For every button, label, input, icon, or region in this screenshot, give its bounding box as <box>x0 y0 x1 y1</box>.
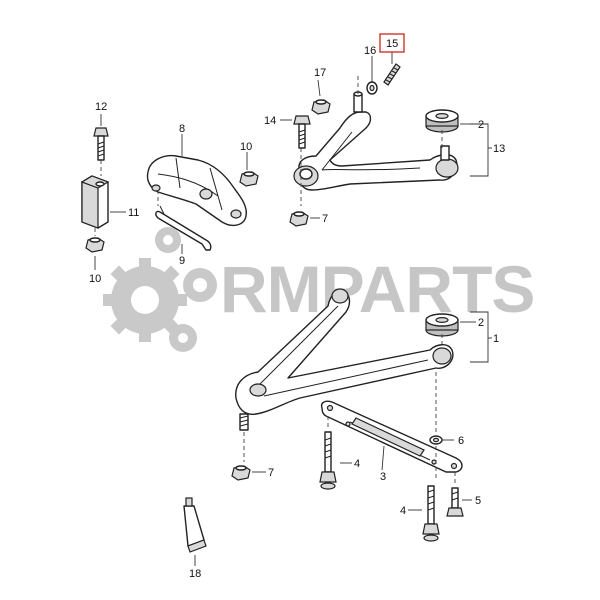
callout-10-right: 10 <box>240 141 252 153</box>
callout-3: 3 <box>380 471 386 483</box>
clip-9 <box>155 205 212 251</box>
callout-13: 13 <box>493 143 505 155</box>
bolt-12 <box>93 127 109 161</box>
rubber-mount-lower <box>425 313 459 337</box>
callout-1: 1 <box>493 333 499 345</box>
callout-7-lower: 7 <box>268 467 274 479</box>
callouts: 1 2 2 3 4 4 5 6 7 7 8 9 10 10 11 12 13 1… <box>89 33 505 580</box>
callout-14: 14 <box>264 115 276 127</box>
callout-15: 15 <box>386 38 398 50</box>
bolt-14 <box>293 115 311 149</box>
watermark-gear-small-top-icon <box>155 227 181 253</box>
nut-10-right <box>239 171 259 187</box>
bolt-5 <box>446 487 464 517</box>
callout-2-upper: 2 <box>478 119 484 131</box>
watermark: RMPARTS <box>103 227 535 352</box>
washer-6 <box>429 435 443 445</box>
callout-15-highlight-box <box>379 33 405 53</box>
callout-7-upper: 7 <box>322 213 328 225</box>
upper-wishbone <box>293 91 459 191</box>
watermark-gear-small-bottom-icon <box>169 324 197 352</box>
mount-block-11 <box>80 175 110 229</box>
stud-15 <box>383 63 401 86</box>
callout-2-lower: 2 <box>478 317 484 329</box>
callout-9: 9 <box>179 255 185 267</box>
callout-16: 16 <box>364 45 376 57</box>
leader-lines <box>94 52 492 566</box>
callout-6: 6 <box>458 435 464 447</box>
callout-4-right: 4 <box>400 505 406 517</box>
callout-8: 8 <box>179 123 185 135</box>
grease-tube-18 <box>183 497 207 553</box>
callout-4-left: 4 <box>354 458 360 470</box>
bolt-4-right <box>422 485 440 542</box>
watermark-gear-small-right-icon <box>183 268 217 302</box>
nut-10-left <box>85 237 105 253</box>
callout-12: 12 <box>95 101 107 113</box>
nut-7-upper <box>289 211 309 227</box>
watermark-gear-large-icon <box>103 258 187 342</box>
washer-16 <box>366 81 378 95</box>
callout-5: 5 <box>475 495 481 507</box>
callout-11: 11 <box>128 207 139 219</box>
callout-17: 17 <box>314 67 326 79</box>
bolt-4-left <box>319 431 337 490</box>
nut-7-lower <box>231 465 251 481</box>
lower-wishbone <box>235 288 454 431</box>
callout-10-left: 10 <box>89 273 101 285</box>
callout-18: 18 <box>189 568 201 580</box>
nut-17 <box>311 99 331 115</box>
rubber-mount-upper <box>425 109 459 133</box>
alignment-lines <box>94 76 456 486</box>
plate-3 <box>320 400 463 473</box>
watermark-text: RMPARTS <box>220 252 534 326</box>
